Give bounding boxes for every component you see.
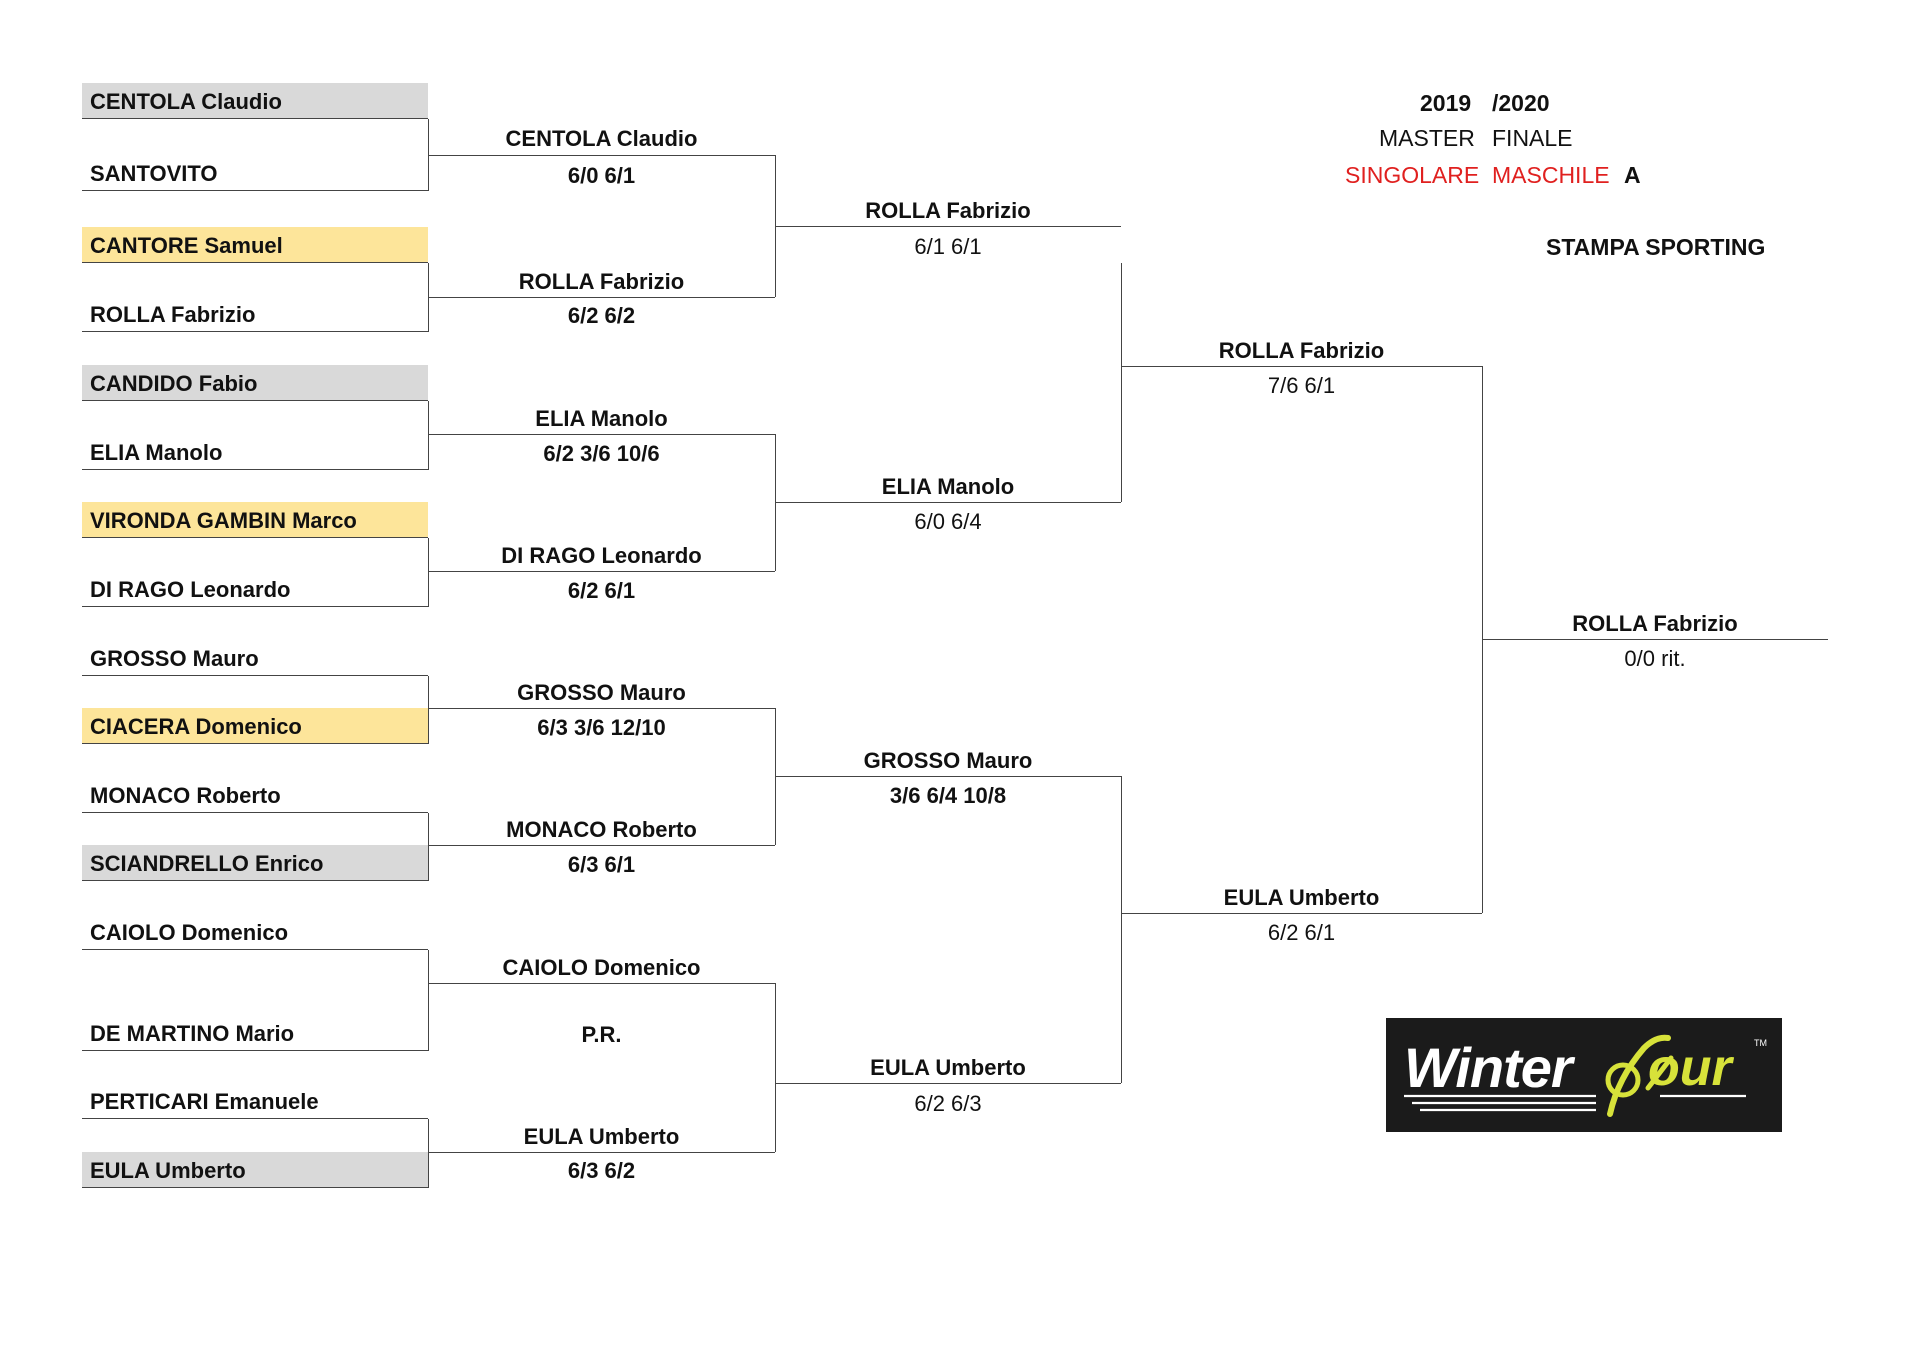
quarterfinal-winner-1: ROLLA Fabrizio — [865, 198, 1031, 223]
connector — [428, 401, 429, 470]
draw-maschile: MASCHILE — [1492, 162, 1610, 188]
final-winner: ROLLA Fabrizio — [1572, 611, 1738, 636]
round1-player-2: SANTOVITO — [82, 155, 428, 191]
round2-score-3: 6/2 3/6 10/6 — [543, 441, 660, 466]
round1-player-9: GROSSO Mauro — [82, 640, 428, 676]
quarterfinal-score-2: 6/0 6/4 — [914, 509, 982, 534]
round1-player-10: CIACERA Domenico — [82, 708, 428, 744]
round2-score-7: P.R. — [581, 1022, 622, 1047]
semifinal-winner-2: EULA Umberto — [1223, 885, 1380, 910]
draw-singolare: SINGOLARE — [1345, 162, 1480, 188]
connector — [428, 950, 429, 1051]
season-end-year: /2020 — [1492, 90, 1550, 116]
semifinal-score-2: 6/2 6/1 — [1267, 920, 1336, 945]
quarterfinal-winner-4: EULA Umberto — [870, 1055, 1026, 1080]
round1-player-14: DE MARTINO Mario — [82, 1015, 428, 1051]
round2-score-8: 6/3 6/2 — [567, 1158, 636, 1183]
round2-line — [428, 1152, 775, 1153]
quarterfinal-line — [775, 502, 1121, 503]
round2-line — [428, 845, 775, 846]
round1-player-12: SCIANDRELLO Enrico — [82, 845, 428, 881]
venue-title: STAMPA SPORTING — [1546, 234, 1766, 260]
round2-line — [428, 708, 775, 709]
quarterfinal-winner-3: GROSSO Mauro — [863, 748, 1033, 773]
round1-player-13: CAIOLO Domenico — [82, 914, 428, 950]
quarterfinal-score-3: 3/6 6/4 10/8 — [889, 783, 1007, 808]
round2-score-2: 6/2 6/2 — [567, 303, 636, 328]
season-start-year: 2019 — [1420, 90, 1472, 116]
connector — [428, 676, 429, 744]
round2-winner-3: ELIA Manolo — [535, 406, 668, 431]
wintertour-logo: Winter our TM — [1386, 1018, 1782, 1132]
logo-text-tour: our — [1648, 1039, 1732, 1097]
draw-category: A — [1624, 162, 1641, 188]
semifinal-winner-1: ROLLA Fabrizio — [1218, 338, 1385, 363]
semifinal-line — [1121, 366, 1482, 367]
round1-player-7: VIRONDA GAMBIN Marco — [82, 502, 428, 538]
round1-player-6: ELIA Manolo — [82, 434, 428, 470]
connector — [1121, 776, 1122, 1083]
round2-score-5: 6/3 3/6 12/10 — [537, 715, 666, 740]
logo-text-winter: Winter — [1404, 1036, 1573, 1099]
round2-winner-7: CAIOLO Domenico — [502, 955, 701, 980]
quarterfinal-line — [775, 226, 1121, 227]
final-line — [1482, 639, 1828, 640]
connector — [428, 538, 429, 607]
wintertour-logo-graphic — [1404, 1034, 1746, 1117]
connector — [428, 813, 429, 881]
round1-player-15: PERTICARI Emanuele — [82, 1083, 428, 1119]
round2-winner-1: CENTOLA Claudio — [505, 126, 698, 151]
round2-line — [428, 983, 775, 984]
round2-line — [428, 297, 775, 298]
round1-player-5: CANDIDO Fabio — [82, 365, 428, 401]
connector — [428, 1119, 429, 1188]
round2-score-6: 6/3 6/1 — [567, 852, 636, 877]
connector — [775, 983, 776, 1152]
round2-winner-8: EULA Umberto — [523, 1124, 680, 1149]
round2-winner-6: MONACO Roberto — [506, 817, 697, 842]
round2-score-1: 6/0 6/1 — [567, 163, 636, 188]
round1-player-3: CANTORE Samuel — [82, 227, 428, 263]
quarterfinal-score-4: 6/2 6/3 — [914, 1091, 982, 1116]
round2-winner-5: GROSSO Mauro — [517, 680, 686, 705]
round2-line — [428, 571, 775, 572]
quarterfinal-line — [775, 776, 1121, 777]
round1-player-16: EULA Umberto — [82, 1152, 428, 1188]
quarterfinal-winner-2: ELIA Manolo — [881, 474, 1015, 499]
event-master: MASTER — [1379, 125, 1475, 151]
quarterfinal-score-1: 6/1 6/1 — [914, 234, 982, 259]
round2-winner-4: DI RAGO Leonardo — [501, 543, 702, 568]
round1-player-11: MONACO Roberto — [82, 777, 428, 813]
semifinal-line — [1121, 913, 1482, 914]
tennis-ball-icon — [1605, 1062, 1641, 1098]
round1-player-1: CENTOLA Claudio — [82, 83, 428, 119]
logo-trademark: TM — [1754, 1038, 1767, 1048]
round2-winner-2: ROLLA Fabrizio — [518, 269, 685, 294]
final-score: 0/0 rit. — [1624, 646, 1686, 671]
semifinal-score-1: 7/6 6/1 — [1267, 373, 1336, 398]
round2-line — [428, 434, 775, 435]
round1-player-4: ROLLA Fabrizio — [82, 296, 428, 332]
event-finale: FINALE — [1492, 125, 1573, 151]
round1-player-8: DI RAGO Leonardo — [82, 571, 428, 607]
round2-score-4: 6/2 6/1 — [567, 578, 636, 603]
round2-line — [428, 155, 775, 156]
connector — [1121, 263, 1122, 502]
quarterfinal-line — [775, 1083, 1121, 1084]
